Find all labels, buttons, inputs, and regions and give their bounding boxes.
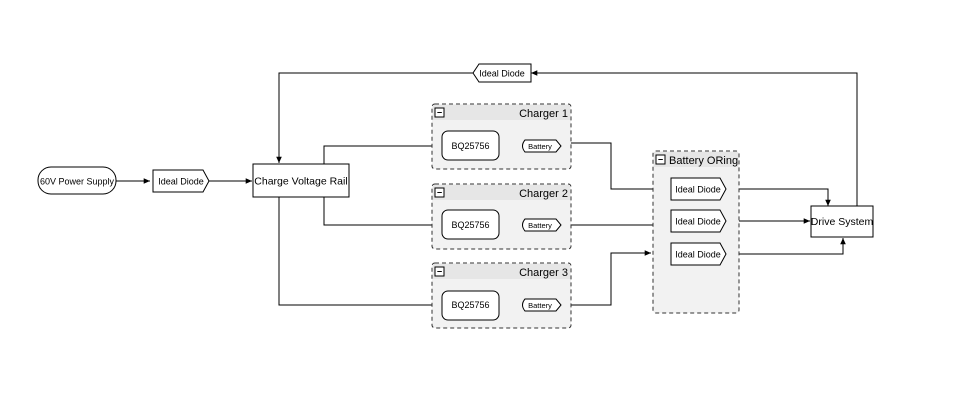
drive-system-label: Drive System (811, 216, 874, 228)
edge-oring-1-to-drive (726, 188, 831, 206)
oring-ideal-diode-2[interactable]: Ideal Diode (670, 209, 727, 233)
oring-ideal-diode-3[interactable]: Ideal Diode (670, 242, 727, 266)
svg-text:Battery: Battery (528, 301, 552, 310)
feedback-ideal-diode-node[interactable]: Ideal Diode (472, 63, 532, 83)
svg-text:Battery: Battery (528, 221, 552, 230)
power-supply-label: 60V Power Supply (40, 177, 115, 187)
svg-text:Ideal Diode: Ideal Diode (675, 217, 721, 227)
charger-1-group[interactable]: − Charger 1 BQ25756 Battery (431, 103, 572, 170)
charger-3-ic[interactable]: BQ25756 (441, 290, 500, 321)
power-supply-node[interactable]: 60V Power Supply (37, 166, 117, 195)
charger-2-group[interactable]: − Charger 2 BQ25756 Battery (431, 183, 572, 250)
input-ideal-diode-label: Ideal Diode (158, 177, 204, 187)
charger-2-title: Charger 2 (519, 188, 568, 200)
edge-oring-3-to-drive (726, 238, 846, 255)
edge-battery-1-to-oring (561, 142, 668, 192)
svg-text:BQ25756: BQ25756 (451, 300, 489, 310)
input-ideal-diode-node[interactable]: Ideal Diode (152, 169, 210, 193)
charge-voltage-rail-node[interactable]: Charge Voltage Rail (252, 163, 350, 198)
edge-drive-to-feedback-diode (531, 70, 858, 206)
charger-3-battery[interactable]: Battery (522, 298, 562, 312)
svg-text:Ideal Diode: Ideal Diode (675, 185, 721, 195)
svg-text:−: − (437, 108, 442, 118)
svg-text:−: − (437, 188, 442, 198)
svg-text:BQ25756: BQ25756 (451, 220, 489, 230)
charger-3-title: Charger 3 (519, 267, 568, 279)
edge-battery-3-to-oring (561, 250, 651, 306)
feedback-ideal-diode-label: Ideal Diode (479, 69, 525, 79)
drive-system-node[interactable]: Drive System (810, 205, 874, 238)
edge-feedback-diode-to-rail (276, 72, 473, 163)
charger-3-group[interactable]: − Charger 3 BQ25756 Battery (431, 262, 572, 329)
charger-1-title: Charger 1 (519, 108, 568, 120)
battery-oring-group[interactable]: − Battery ORing Ideal Diode Ideal Diode … (652, 150, 740, 314)
collapse-icon[interactable]: − (434, 107, 445, 118)
collapse-icon[interactable]: − (434, 266, 445, 277)
edge-rail-to-charger-2 (323, 197, 441, 228)
oring-ideal-diode-1[interactable]: Ideal Diode (670, 177, 727, 201)
svg-text:BQ25756: BQ25756 (451, 141, 489, 151)
collapse-icon[interactable]: − (655, 154, 666, 165)
svg-text:−: − (437, 267, 442, 277)
battery-oring-title: Battery ORing (669, 155, 738, 167)
charger-1-battery[interactable]: Battery (522, 139, 562, 153)
edge-rail-to-charger-1 (323, 143, 441, 164)
charge-voltage-rail-label: Charge Voltage Rail (254, 176, 347, 188)
charger-2-battery[interactable]: Battery (522, 218, 562, 232)
svg-text:Battery: Battery (528, 142, 552, 151)
edge-rail-to-charger-3 (278, 197, 441, 308)
collapse-icon[interactable]: − (434, 187, 445, 198)
charger-2-ic[interactable]: BQ25756 (441, 209, 500, 240)
svg-text:−: − (658, 155, 663, 165)
charger-1-ic[interactable]: BQ25756 (441, 130, 500, 161)
svg-text:Ideal Diode: Ideal Diode (675, 250, 721, 260)
